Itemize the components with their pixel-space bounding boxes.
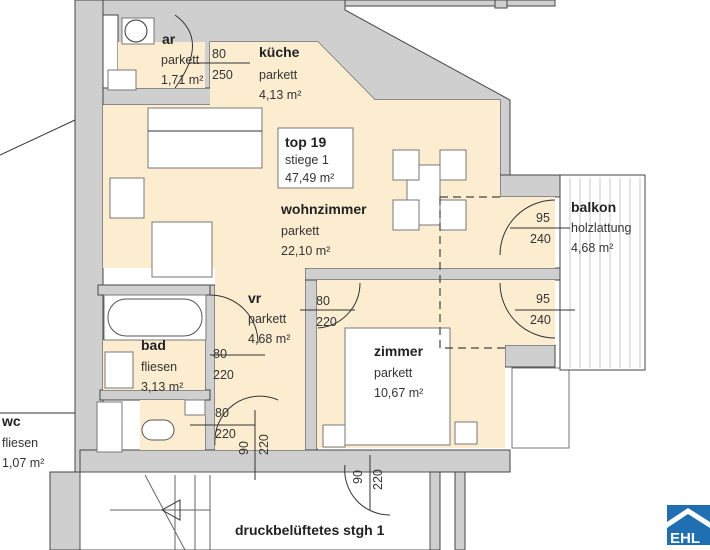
door-height-balkon-2: 240 <box>530 313 551 327</box>
boiler-circle <box>124 19 148 43</box>
door-width-balkon-1: 95 <box>536 211 550 225</box>
room-area-kueche: 4,13 m² <box>259 88 301 102</box>
unit-stair: stiege 1 <box>285 153 329 167</box>
door-height-vr-zimmer: 220 <box>316 315 337 329</box>
sofa <box>147 107 263 169</box>
room-area-balkon: 4,68 m² <box>571 241 613 255</box>
room-name-vr: vr <box>248 290 262 306</box>
room-floor-wc: fliesen <box>2 436 38 450</box>
washbasin <box>104 351 134 389</box>
door-height-wc: 220 <box>215 427 236 441</box>
unit-title: top 19 <box>285 134 326 150</box>
room-area-bad: 3,13 m² <box>141 380 183 394</box>
chair <box>392 199 420 231</box>
room-name-wohnzimmer: wohnzimmer <box>280 201 367 217</box>
door-width-wc: 80 <box>215 406 229 420</box>
wc-basin <box>184 399 206 416</box>
balcony-deck <box>559 174 646 371</box>
room-name-balkon: balkon <box>571 199 616 215</box>
door-height-balkon-1: 240 <box>530 232 551 246</box>
furniture <box>79 17 646 550</box>
unit-info-box <box>277 127 354 189</box>
room-name-ar: ar <box>162 31 176 47</box>
room-area-wohnzimmer: 22,10 m² <box>281 244 330 258</box>
stair-element <box>511 367 570 449</box>
room-floor-kueche: parkett <box>259 68 298 82</box>
room-floor-wohnzimmer: parkett <box>281 224 320 238</box>
chair <box>439 199 467 231</box>
door-width-entry: 90 <box>237 441 251 455</box>
room-name-kueche: küche <box>259 44 300 60</box>
armchair <box>151 221 213 278</box>
ehl-logo: EHL <box>667 505 710 547</box>
armchair <box>109 177 145 219</box>
room-area-wc: 1,07 m² <box>2 456 44 470</box>
door-width-vr-zimmer: 80 <box>316 294 330 308</box>
door-width-ar: 80 <box>212 47 226 61</box>
boiler <box>121 17 155 45</box>
shaft <box>96 401 123 453</box>
door-width-stair: 90 <box>351 470 365 484</box>
door-height-ar: 250 <box>212 68 233 82</box>
room-name-zimmer: zimmer <box>374 343 424 359</box>
door-height-bad: 220 <box>213 368 234 382</box>
door-height-stair: 220 <box>371 469 385 490</box>
unit-area: 47,49 m² <box>285 171 334 185</box>
room-floor-bad: fliesen <box>141 360 177 374</box>
room-floor-zimmer: parkett <box>374 366 413 380</box>
doors <box>174 14 575 516</box>
door-width-balkon-2: 95 <box>536 292 550 306</box>
room-floor-balkon: holzlattung <box>571 221 632 235</box>
logo-text: EHL <box>670 530 700 547</box>
chair <box>439 149 467 181</box>
stair-arrow <box>160 499 181 521</box>
chair <box>392 149 420 181</box>
room-area-ar: 1,71 m² <box>161 73 203 87</box>
room-area-zimmer: 10,67 m² <box>374 386 423 400</box>
door-height-entry: 220 <box>257 434 271 455</box>
door-width-bad: 80 <box>213 347 227 361</box>
room-floor-vr: parkett <box>248 312 287 326</box>
bed <box>344 327 451 446</box>
room-name-wc: wc <box>1 413 21 429</box>
room-name-bad: bad <box>141 337 166 353</box>
room-name-stairwell: druckbelüftetes stgh 1 <box>235 522 385 538</box>
room-floor-ar: parkett <box>161 53 200 67</box>
room-area-vr: 4,68 m² <box>248 332 290 346</box>
toilet <box>141 419 175 441</box>
